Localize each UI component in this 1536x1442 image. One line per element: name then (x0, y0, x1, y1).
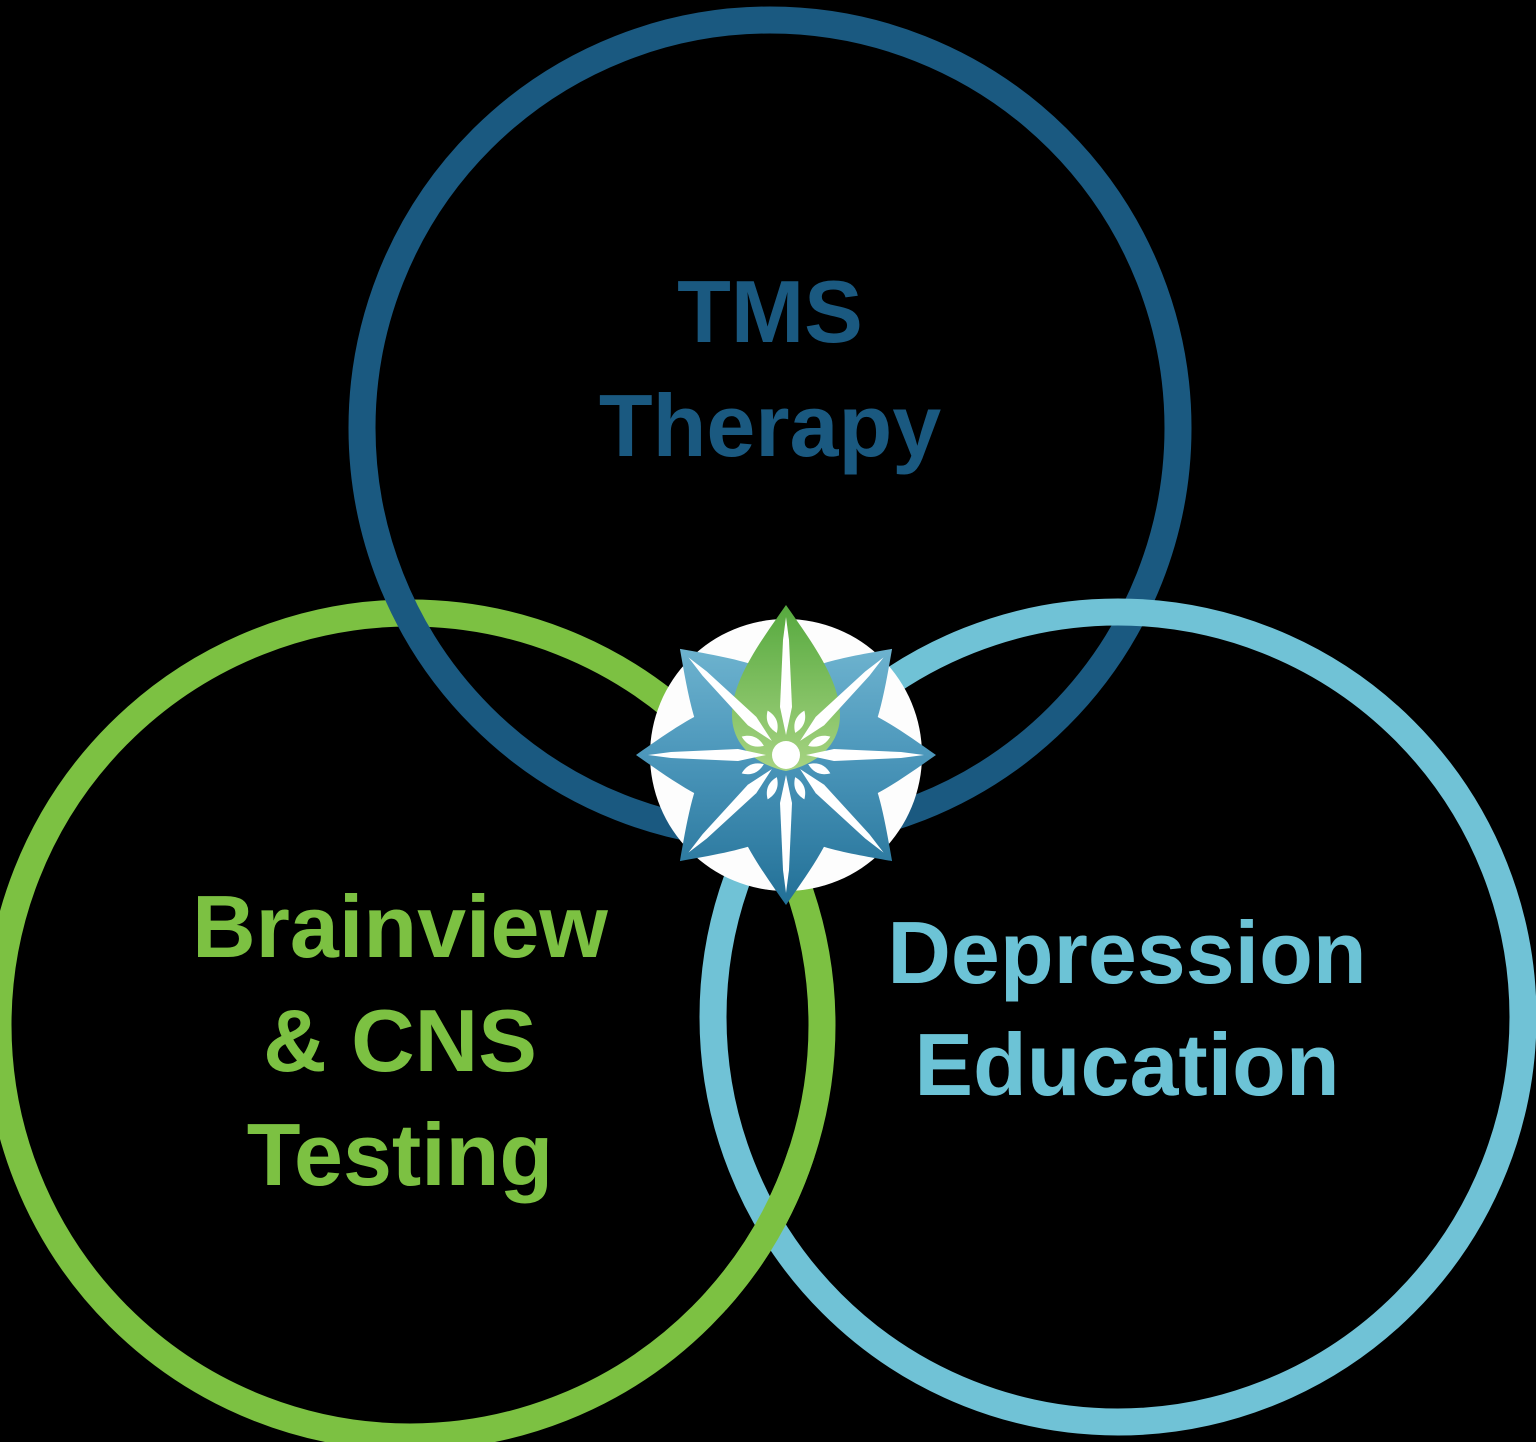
lotus-star-detail (648, 617, 924, 893)
lotus-flower-icon (590, 550, 990, 970)
brainview-cns-testing-label: Brainview & CNS Testing (192, 870, 608, 1212)
label-line: Brainview (192, 877, 608, 976)
label-line: Therapy (598, 376, 942, 475)
depression-circle (699, 598, 1536, 1436)
tms-therapy-label: TMS Therapy (599, 255, 941, 483)
label-line: Depression (887, 903, 1367, 1002)
label-line: Testing (246, 1105, 554, 1204)
label-line: & CNS (263, 991, 537, 1090)
depression-education-label: Depression Education (887, 897, 1366, 1121)
label-line: Education (914, 1015, 1340, 1114)
label-line: TMS (677, 262, 863, 361)
brainview-circle-weave-arc (706, 1148, 815, 1310)
